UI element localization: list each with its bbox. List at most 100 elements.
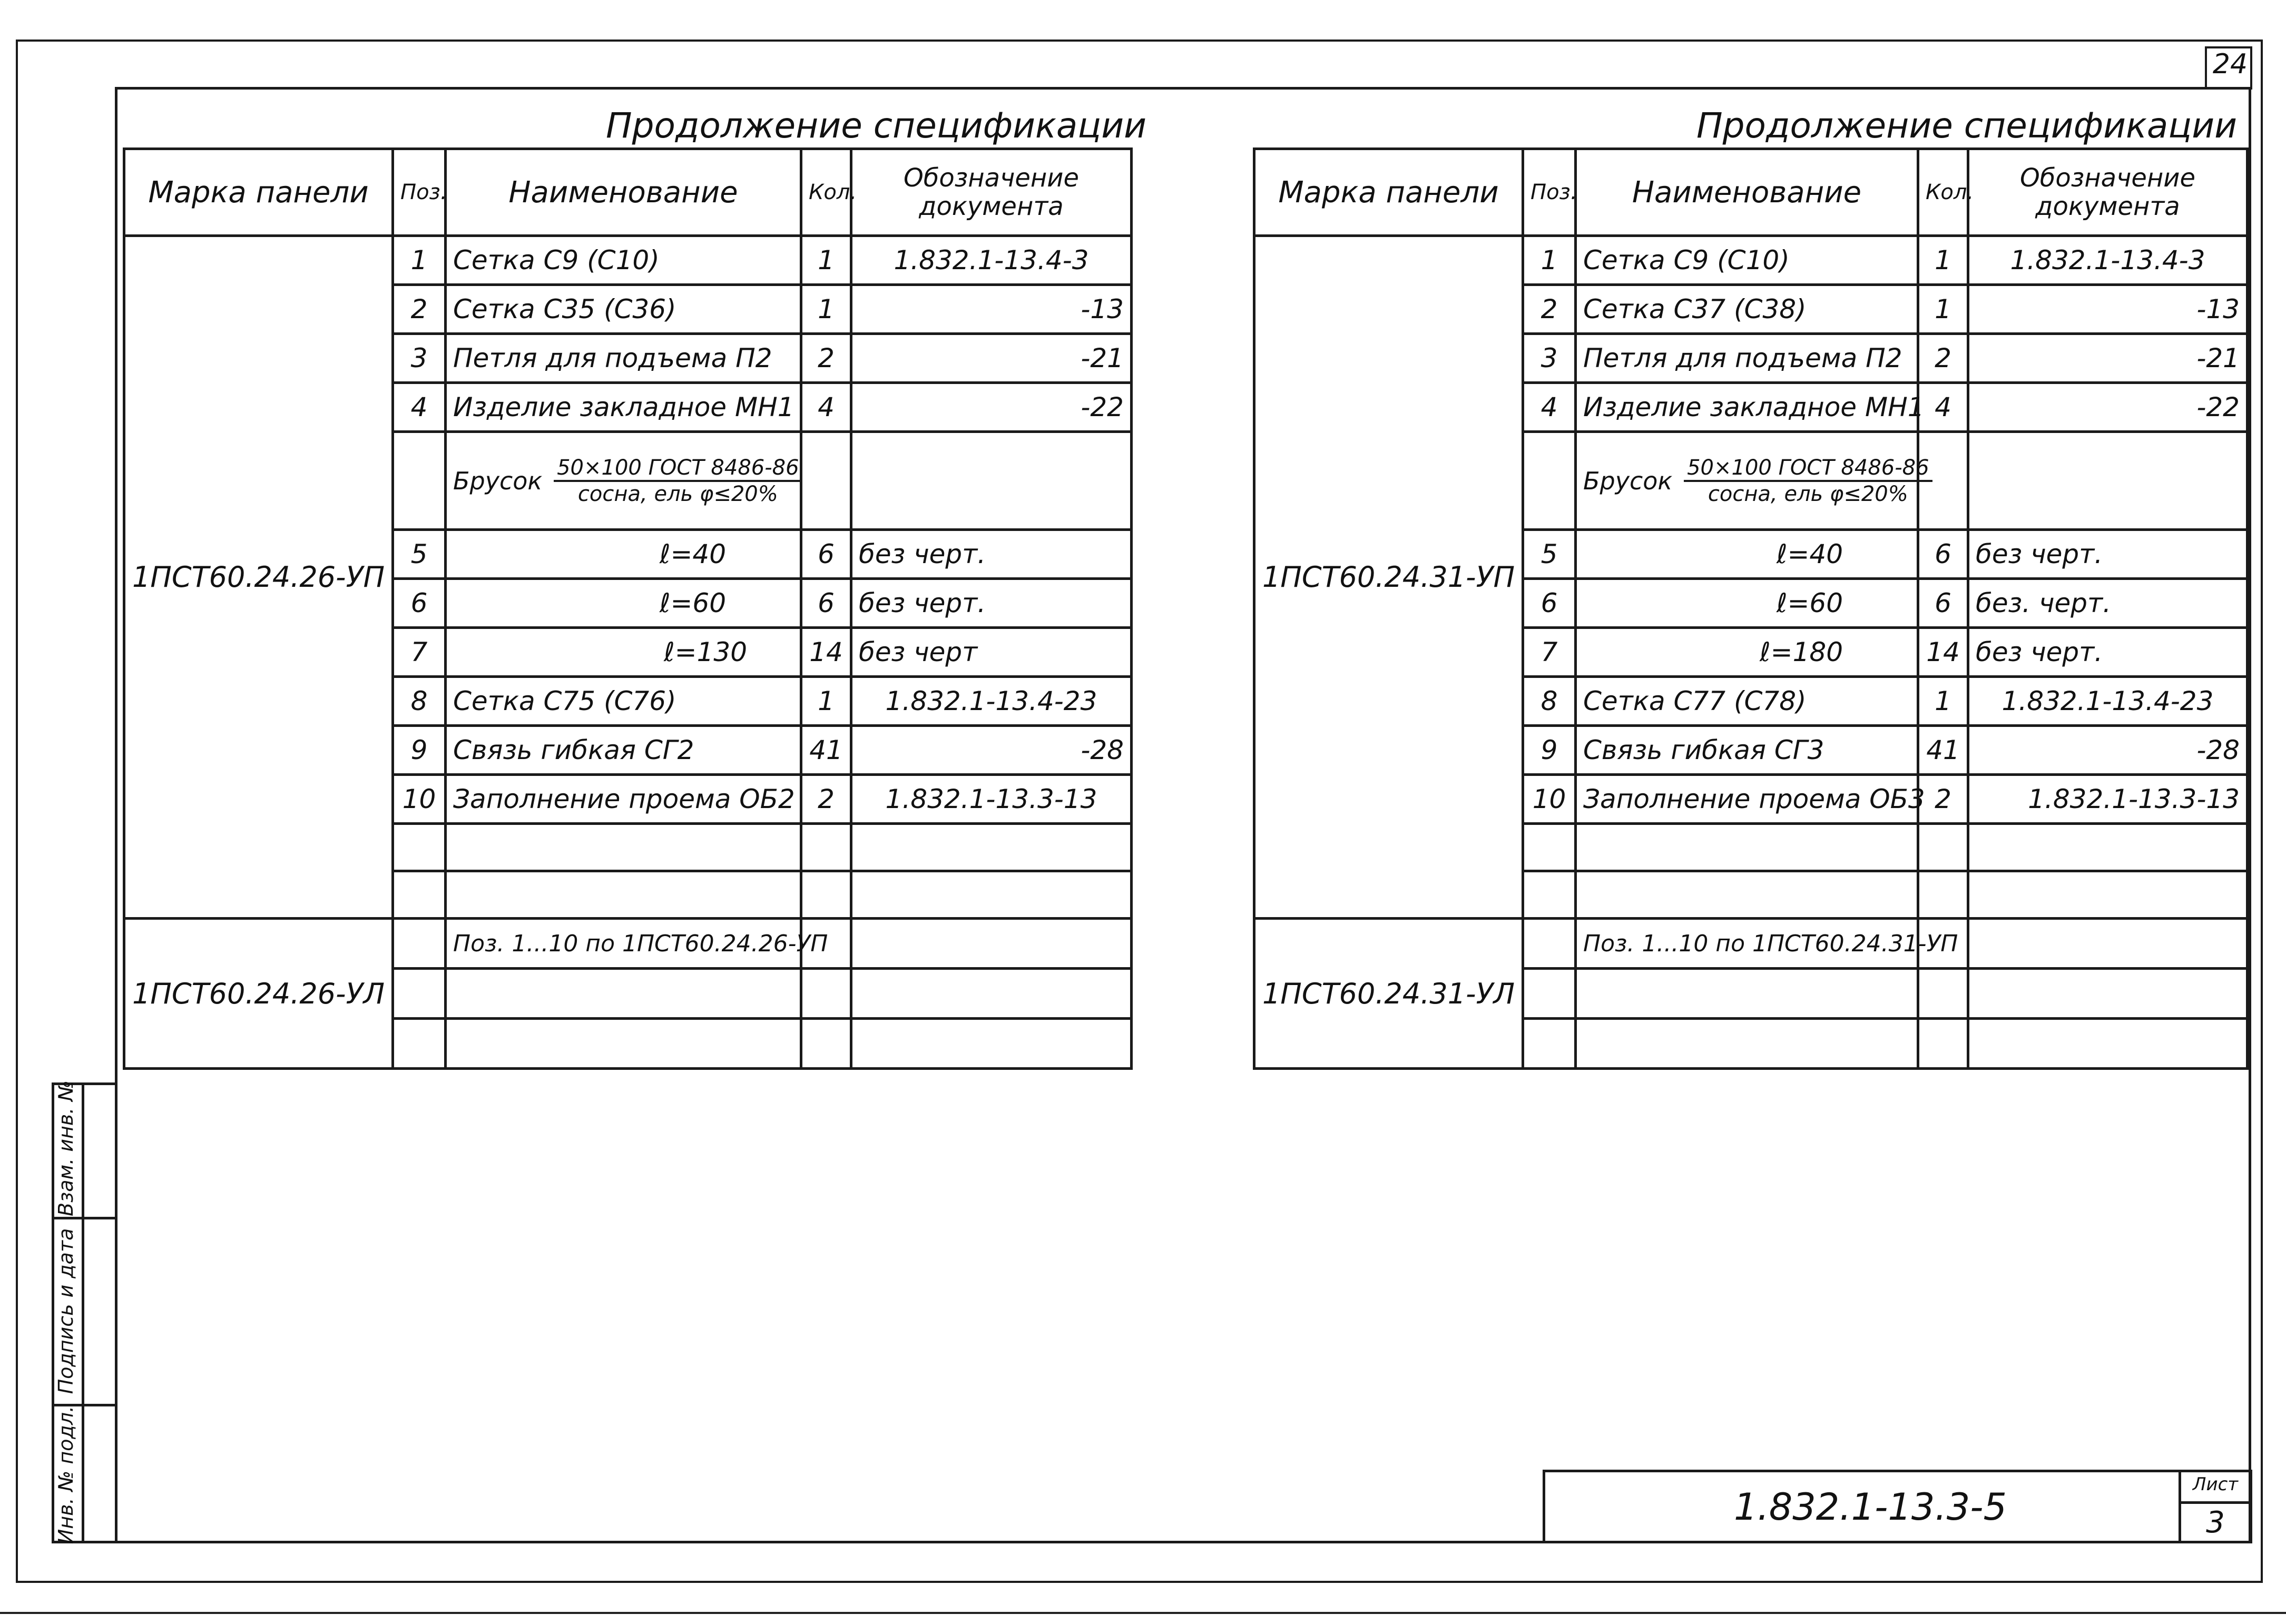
row-doc: -28 (1967, 724, 2249, 776)
row-doc: -21 (1967, 332, 2249, 384)
row-qty: 14 (800, 626, 852, 678)
brusok-denominator: сосна, ель φ≤20% (577, 481, 778, 506)
row-qty: 1 (800, 283, 852, 335)
col-header-name: Наименование (1574, 147, 1919, 237)
row-qty: 6 (1917, 577, 1969, 629)
row-doc: -22 (1967, 381, 2249, 433)
col-header-qty: Кол. (1917, 147, 1974, 237)
col-header-doc: Обозначение документа (850, 147, 1133, 237)
table-row: 1ПСТ60.24.31-УЛ Поз. 1...10 по 1ПСТ60.24… (1253, 917, 2249, 1070)
row-pos: 3 (391, 332, 447, 384)
row-doc: без черт. (850, 528, 1133, 580)
table-row-empty (124, 967, 1133, 1020)
row-qty: 41 (1917, 724, 1969, 776)
row-pos: 6 (391, 577, 447, 629)
bottom-rule (0, 1612, 2286, 1614)
table-row: 4 Изделие закладное МН1 4 -22 (124, 381, 1133, 433)
side-stamp (52, 1082, 117, 1543)
table-row: 5 ℓ=40 6 без черт. (124, 528, 1133, 580)
row-qty: 6 (1917, 528, 1969, 580)
sheet-number: 3 (2206, 1505, 2225, 1540)
row-qty: 4 (1917, 381, 1969, 433)
col-header-doc: Обозначение документа (1967, 147, 2249, 237)
right-spec-title: Продолжение спецификации (1696, 105, 2237, 146)
drawing-frame (115, 87, 2251, 1543)
right-spec-table: Марка панели Поз. Наименование Кол. Обоз… (1253, 147, 2249, 1070)
row-qty: 41 (800, 724, 852, 776)
table-row: 10 Заполнение проема ОБ2 2 1.832.1-13.3-… (124, 773, 1133, 825)
title-block-divider (2179, 1470, 2181, 1543)
panel-mark: 1ПСТ60.24.31-УП (1253, 234, 1524, 920)
row-doc: -22 (850, 381, 1133, 433)
table-row-empty (1254, 1017, 2249, 1070)
page-number: 24 (2212, 48, 2248, 80)
row-qty: 1 (800, 675, 852, 727)
col-header-pos: Поз. (391, 147, 447, 237)
row-pos: 2 (391, 283, 447, 335)
row-qty: 2 (800, 332, 852, 384)
sheet-label: Лист (2192, 1474, 2239, 1495)
col-header-name: Наименование (444, 147, 802, 237)
col-header-pos: Поз. (1522, 147, 1577, 237)
row-pos (1522, 430, 1577, 531)
row-name: Связь гибкая СГ2 (444, 724, 802, 776)
brusok-label: Брусок (1583, 466, 1673, 495)
table-header-row: Марка панели Поз. Наименование Кол. Обоз… (1253, 147, 2249, 237)
row-doc: -13 (1967, 283, 2249, 335)
row-qty: 2 (1917, 332, 1969, 384)
second-panel-note: Поз. 1...10 по 1ПСТ60.24.26-УП (444, 917, 828, 970)
row-pos: 7 (391, 626, 447, 678)
row-doc: 1.832.1-13.4-3 (1967, 234, 2249, 286)
table-row: 7 ℓ=130 14 без черт (124, 626, 1133, 678)
row-qty (800, 430, 852, 531)
row-doc: -21 (850, 332, 1133, 384)
side-stamp-divider (52, 1404, 117, 1406)
row-pos: 8 (1522, 675, 1577, 727)
row-doc: 1.832.1-13.4-23 (850, 675, 1133, 727)
table-row-empty (1254, 870, 2249, 920)
row-doc: 1.832.1-13.3-13 (1967, 773, 2249, 825)
table-row: 2 Сетка С35 (С36) 1 -13 (124, 283, 1133, 335)
row-qty: 2 (1917, 773, 1969, 825)
row-name: Сетка С77 (С78) (1574, 675, 1919, 727)
brusok-label: Брусок (453, 466, 543, 495)
table-row: 8 Сетка С75 (С76) 1 1.832.1-13.4-23 (124, 675, 1133, 727)
row-doc (1967, 430, 2249, 531)
row-pos: 1 (1522, 234, 1577, 286)
doc-code: 1.832.1-13.3-5 (1733, 1485, 2007, 1529)
table-row: 3 Петля для подъема П2 2 -21 (1254, 332, 2249, 384)
brusok-fraction: 50×100 ГОСТ 8486-86 сосна, ель φ≤20% (1684, 456, 1932, 506)
row-qty: 1 (1917, 234, 1969, 286)
row-doc: 1.832.1-13.4-3 (850, 234, 1133, 286)
row-name: Заполнение проема ОБ2 (444, 773, 802, 825)
title-block (1543, 1470, 2252, 1543)
col-header-qty: Кол. (800, 147, 857, 237)
row-pos: 10 (391, 773, 447, 825)
table-row: 8 Сетка С77 (С78) 1 1.832.1-13.4-23 (1254, 675, 2249, 727)
row-pos: 5 (1522, 528, 1577, 580)
col-header-mark: Марка панели (123, 147, 394, 237)
table-row: 7 ℓ=180 14 без черт. (1254, 626, 2249, 678)
row-doc (850, 430, 1133, 531)
row-name: ℓ=60 (1574, 577, 1919, 629)
side-stamp-divider (82, 1082, 84, 1543)
row-name: ℓ=40 (1574, 528, 1919, 580)
table-row: 9 Связь гибкая СГ3 41 -28 (1254, 724, 2249, 776)
row-pos: 3 (1522, 332, 1577, 384)
title-block-divider (2179, 1501, 2252, 1504)
row-doc: без черт. (1967, 626, 2249, 678)
stamp-inv-podl: Инв. № подл. (54, 1405, 77, 1544)
row-name: Брусок 50×100 ГОСТ 8486-86 сосна, ель φ≤… (1574, 430, 1932, 531)
left-spec-table: Марка панели Поз. Наименование Кол. Обоз… (123, 147, 1133, 1070)
table-row-empty (1254, 967, 2249, 1020)
row-pos: 9 (1522, 724, 1577, 776)
side-stamp-divider (52, 1217, 117, 1219)
row-doc: 1.832.1-13.4-23 (1967, 675, 2249, 727)
table-row: 9 Связь гибкая СГ2 41 -28 (124, 724, 1133, 776)
row-name: Изделие закладное МН1 (1574, 381, 1925, 433)
row-qty: 14 (1917, 626, 1969, 678)
table-row: 3 Петля для подъема П2 2 -21 (124, 332, 1133, 384)
row-name: Сетка С9 (С10) (1574, 234, 1919, 286)
row-name: Брусок 50×100 ГОСТ 8486-86 сосна, ель φ≤… (444, 430, 802, 531)
table-row-brusok: Брусок 50×100 ГОСТ 8486-86 сосна, ель φ≤… (1254, 430, 2249, 531)
